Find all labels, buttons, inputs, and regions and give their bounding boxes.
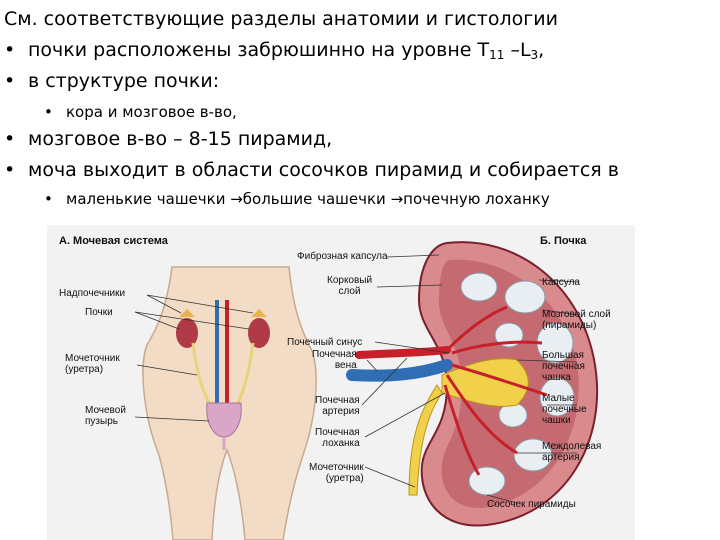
label-renal-sinus: Почечный синус [287, 337, 363, 348]
subscript-3: 3 [530, 48, 539, 62]
body-torso-drawing [142, 266, 317, 540]
label-adrenal: Надпочечники [59, 288, 126, 299]
left-kidney-small [176, 318, 198, 348]
sub-bullet-calyces: • маленькие чашечки →большие чашечки →поч… [44, 190, 550, 208]
sub-bullet-calyces-text: маленькие чашечки →большие чашечки →поче… [66, 190, 550, 208]
bullet-pyramids: • мозговое в-во – 8-15 пирамид, [4, 128, 332, 150]
panel-a-leaders [134, 294, 254, 422]
sub-bullet-cortex-text: кора и мозговое в-во, [66, 103, 237, 121]
label-renal-artery: Почечная артерия [315, 395, 360, 417]
label-fibrous-capsule: Фиброзная капсула [297, 251, 388, 262]
bullet-glyph: • [4, 70, 16, 92]
left-adrenal [179, 309, 195, 317]
bullet-location-text: почки расположены забрюшинно на уровне Т [28, 39, 490, 61]
label-papilla: Сосочек пирамиды [487, 499, 576, 510]
panel-b-leaders [361, 254, 580, 504]
bullet-glyph: • [4, 128, 16, 150]
subscript-11: 11 [489, 48, 505, 62]
interlobar-arteries [443, 305, 548, 476]
panel-a-title: А. Мочевая система [59, 235, 168, 247]
panel-b-title: Б. Почка [540, 235, 587, 247]
label-ureter-b: Мочеточник (уретра) [309, 462, 364, 484]
right-adrenal [251, 309, 267, 317]
label-kidneys: Почки [85, 307, 113, 318]
bullet-glyph: • [4, 159, 16, 181]
label-capsule: Капсула [542, 277, 580, 288]
label-renal-vein: Почечная вена [312, 349, 357, 371]
bullet-structure-text: в структуре почки: [28, 70, 220, 92]
bullet-glyph: • [4, 39, 16, 61]
kidney-section-drawing [346, 241, 599, 527]
label-renal-pelvis: Почечная лоханка [315, 427, 360, 449]
kidney-pyramids [460, 272, 575, 496]
label-medulla: Мозговой слой (пирамиды) [542, 309, 611, 331]
anatomy-illustration [134, 241, 599, 540]
label-cortex: Корковый слой [327, 275, 373, 297]
right-kidney-small [248, 318, 270, 348]
bullet-location-mid: –L [504, 39, 531, 61]
bullet-structure: • в структуре почки: [4, 70, 219, 92]
ureter-exit [408, 384, 443, 496]
bladder-shape [206, 402, 242, 438]
label-bladder: Мочевой пузырь [85, 405, 126, 427]
bullet-location-end: , [538, 39, 545, 61]
label-minor-calyces: Малые почечные чашки [542, 393, 587, 426]
label-major-calyx: Большая почечная чашка [542, 350, 585, 383]
bullet-urine: • моча выходит в области сосочков пирамид… [4, 159, 619, 181]
renal-pelvis [441, 358, 529, 407]
intro-line: См. соответствующие разделы анатомии и г… [4, 8, 558, 30]
bullet-glyph: • [44, 190, 53, 208]
label-interlobar-artery: Междолевая артерия [542, 441, 602, 463]
intro-text: См. соответствующие разделы анатомии и г… [4, 8, 558, 30]
renal-artery [355, 346, 451, 359]
bullet-location: • почки расположены забрюшинно на уровне … [4, 39, 544, 62]
sub-bullet-cortex: • кора и мозговое в-во, [44, 103, 237, 121]
bullet-glyph: • [44, 103, 53, 121]
bullet-pyramids-text: мозговое в-во – 8-15 пирамид, [28, 128, 333, 150]
label-ureter-a: Мочеточник (уретра) [65, 353, 120, 375]
renal-vein [346, 359, 453, 382]
bullet-urine-text: моча выходит в области сосочков пирамид … [28, 159, 619, 181]
anatomy-figure: А. Мочевая система Б. Почка Надпочечники… [47, 225, 635, 540]
